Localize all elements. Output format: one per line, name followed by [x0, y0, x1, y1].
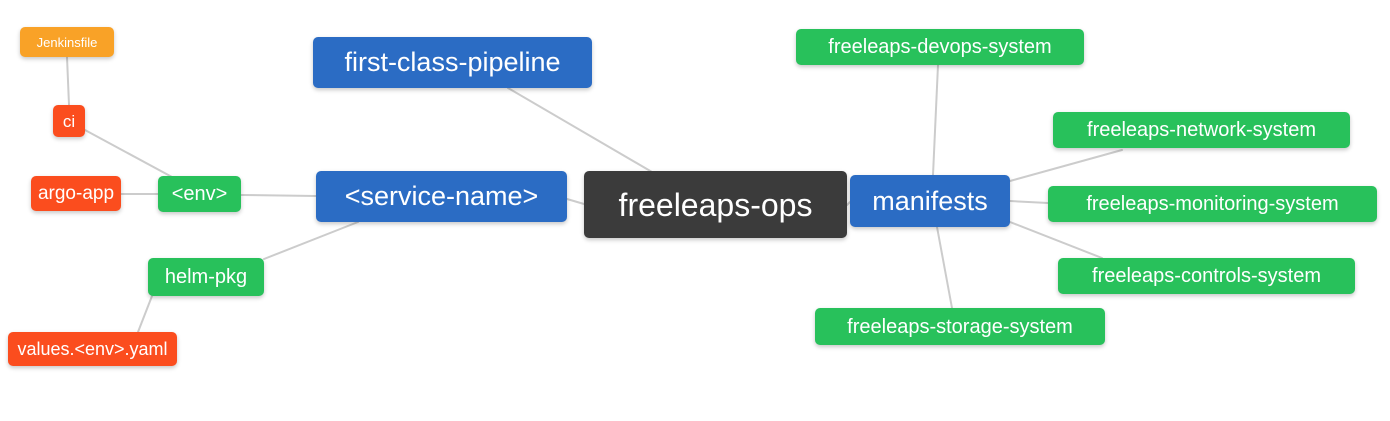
node-jenkinsfile[interactable]: Jenkinsfile — [20, 27, 114, 57]
node-env[interactable]: <env> — [158, 176, 241, 212]
node-root-freeleaps-ops[interactable]: freeleaps-ops — [584, 171, 847, 238]
edge-manifests-controls-system — [1009, 221, 1103, 259]
edge-manifests-monitoring-system — [1009, 200, 1049, 204]
node-argo-app[interactable]: argo-app — [31, 176, 121, 211]
node-manifests[interactable]: manifests — [850, 175, 1010, 227]
node-freeleaps-storage-system[interactable]: freeleaps-storage-system — [815, 308, 1105, 345]
edge-manifests-devops-system — [932, 64, 939, 176]
edge-helm-pkg-values-env-yaml — [137, 295, 153, 333]
node-ci[interactable]: ci — [53, 105, 85, 137]
node-values-env-yaml[interactable]: values.<env>.yaml — [8, 332, 177, 366]
edge-ci-jenkinsfile — [66, 56, 70, 106]
edge-env-ci — [84, 129, 173, 178]
edge-manifests-storage-system — [936, 226, 953, 309]
edge-service-name-helm-pkg — [263, 221, 359, 260]
node-freeleaps-network-system[interactable]: freeleaps-network-system — [1053, 112, 1350, 148]
edge-root-first-class-pipeline — [507, 87, 653, 173]
node-first-class-pipeline[interactable]: first-class-pipeline — [313, 37, 592, 88]
edge-root-service-name — [566, 198, 585, 205]
node-helm-pkg[interactable]: helm-pkg — [148, 258, 264, 296]
node-service-name[interactable]: <service-name> — [316, 171, 567, 222]
node-freeleaps-controls-system[interactable]: freeleaps-controls-system — [1058, 258, 1355, 294]
edge-service-name-env — [240, 194, 317, 197]
edge-manifests-network-system — [1009, 149, 1123, 182]
node-freeleaps-devops-system[interactable]: freeleaps-devops-system — [796, 29, 1084, 65]
node-freeleaps-monitoring-system[interactable]: freeleaps-monitoring-system — [1048, 186, 1377, 222]
